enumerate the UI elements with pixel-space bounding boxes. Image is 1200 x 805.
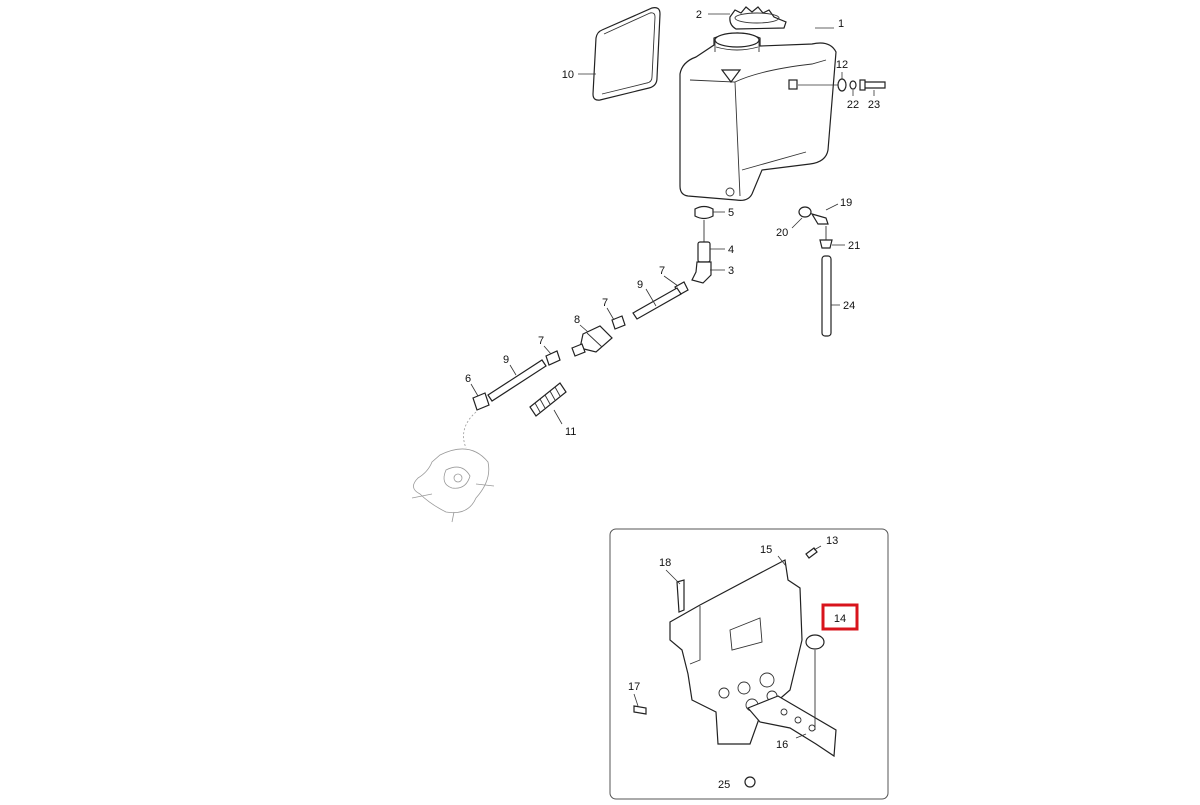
label-part-10: 10	[562, 69, 574, 81]
label-part-16: 16	[776, 739, 788, 751]
label-part-1: 1	[838, 18, 844, 30]
label-part-3: 3	[728, 265, 734, 277]
label-part-21: 21	[848, 240, 860, 252]
label-part-19: 19	[840, 197, 852, 209]
label-part-6: 6	[465, 373, 471, 385]
callout-labels: 2 1 10 12 22 23 5 4 3 7 9 7 8 7 9 6 11 1…	[465, 9, 880, 791]
label-part-7a: 7	[659, 265, 665, 277]
label-part-7c: 7	[538, 335, 544, 347]
part-10-panel	[592, 7, 661, 101]
label-part-9a: 9	[637, 279, 643, 291]
label-part-20: 20	[776, 227, 788, 239]
label-part-24: 24	[843, 300, 855, 312]
inset-bracket-box	[609, 528, 889, 800]
part-11-spring	[529, 382, 567, 417]
label-part-12: 12	[836, 59, 848, 71]
label-part-15: 15	[760, 544, 772, 556]
label-part-22: 22	[847, 99, 859, 111]
part-12-22-23-fasteners	[798, 78, 886, 92]
label-part-7b: 7	[602, 297, 608, 309]
engine-outline	[411, 448, 495, 523]
vent-assembly	[798, 206, 833, 337]
part-1-tank	[679, 32, 837, 201]
highlight-box-part-14	[821, 603, 859, 631]
label-part-8: 8	[574, 314, 580, 326]
label-part-25: 25	[718, 779, 730, 791]
leader-lines	[470, 13, 875, 739]
label-part-11: 11	[565, 426, 576, 438]
label-part-18: 18	[659, 557, 671, 569]
label-part-13: 13	[826, 535, 838, 547]
label-part-14: 14	[834, 613, 846, 625]
label-part-17: 17	[628, 681, 640, 693]
label-part-9b: 9	[503, 354, 509, 366]
label-part-4: 4	[728, 244, 734, 256]
fuel-line-assembly	[463, 205, 714, 449]
label-part-23: 23	[868, 99, 880, 111]
label-part-2: 2	[696, 9, 702, 21]
part-2-cap	[729, 6, 787, 30]
label-part-5: 5	[728, 207, 734, 219]
